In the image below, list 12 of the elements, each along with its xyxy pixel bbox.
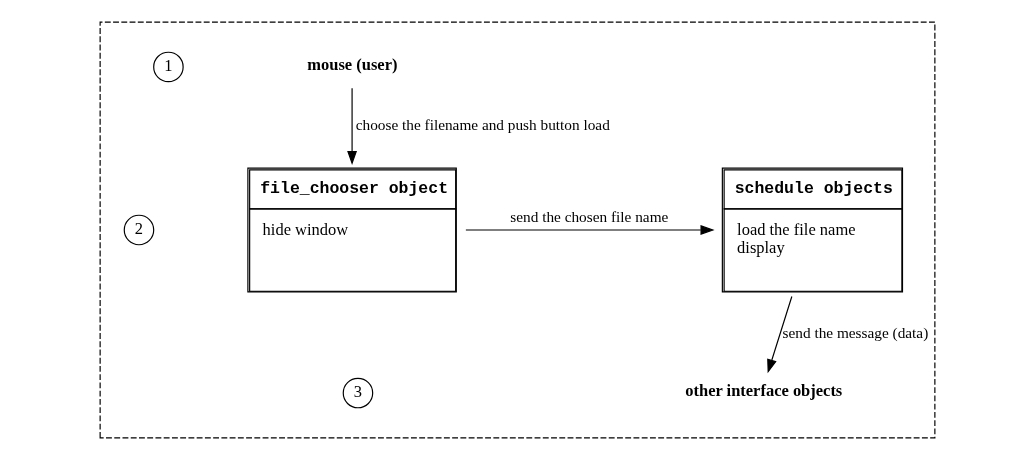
node-text: mouse (user) — [307, 55, 398, 75]
arrow — [465, 225, 715, 235]
arrow — [767, 295, 793, 374]
cluster — [99, 21, 936, 439]
edge-label: send the chosen file name — [510, 208, 669, 226]
node-circle: 3 — [342, 377, 374, 409]
edge-label: send the message (data) — [782, 324, 929, 342]
node-text: other interface objects — [685, 381, 843, 401]
edge-label: choose the filename and push button load — [355, 115, 610, 133]
node-circle: 1 — [153, 51, 184, 83]
arrow — [347, 87, 358, 166]
node-circle: 2 — [123, 214, 155, 246]
